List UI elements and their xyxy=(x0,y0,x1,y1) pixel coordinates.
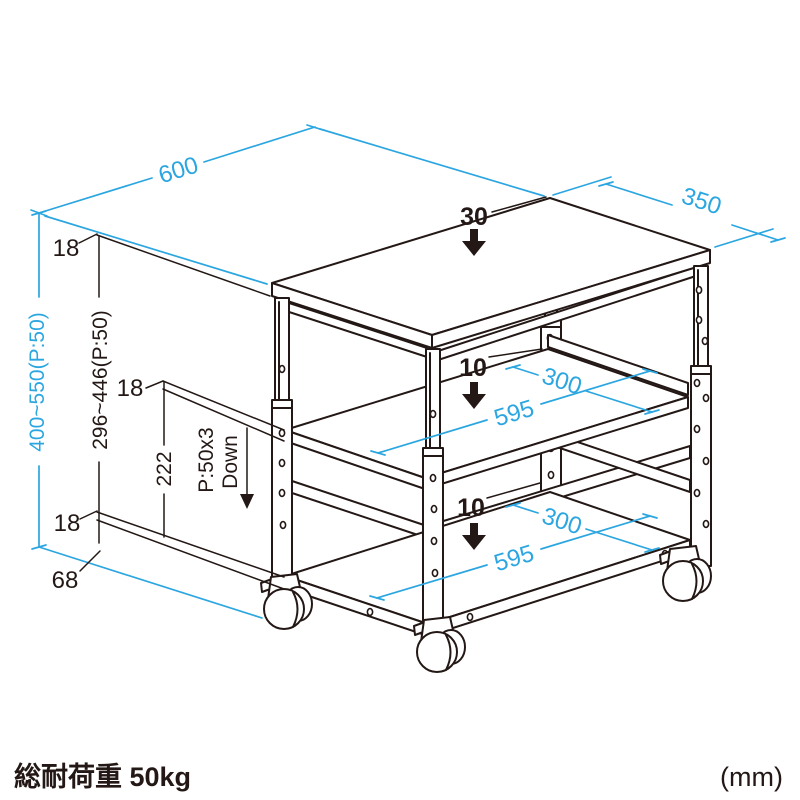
dim-depth-label: 350 xyxy=(678,182,724,220)
tabletop xyxy=(271,197,711,361)
caster-right xyxy=(659,545,712,602)
dim-thickness-middle: 18 xyxy=(117,375,285,442)
dim-top-depth: 350 xyxy=(552,176,786,248)
gap-10-middle-arrow-icon xyxy=(462,382,486,409)
gap-30: 30 xyxy=(460,196,547,256)
gap-30-label: 30 xyxy=(460,203,488,231)
gap-10-bottom-label: 10 xyxy=(457,494,485,522)
span-222-label: 222 xyxy=(153,451,176,486)
pitch-down-label: Down xyxy=(219,435,242,489)
caster-left xyxy=(260,573,313,630)
black-dimensions: 18 296~446(P:50) 18 222 P:50x3 Down xyxy=(52,196,547,594)
cart-structure xyxy=(260,197,712,673)
dim-middle-span: 222 xyxy=(153,381,176,538)
gap-30-arrow-icon xyxy=(462,229,486,256)
thickness-bottom-label: 18 xyxy=(54,510,81,537)
caster-height-label: 68 xyxy=(52,567,79,594)
thickness-top-label: 18 xyxy=(53,235,80,262)
dim-inner-height-label: 296~446(P:50) xyxy=(89,310,112,450)
caster-front xyxy=(413,616,466,673)
footer: 総耐荷重 50kg (mm) xyxy=(14,761,783,792)
pitch-annotation: P:50x3 Down xyxy=(195,427,254,509)
left-leg xyxy=(271,297,293,591)
load-capacity-text: 総耐荷重 50kg xyxy=(14,761,191,792)
dim-width-label: 600 xyxy=(155,152,201,190)
middle-rear-rail xyxy=(547,334,689,396)
dim-overall-height: 400~550(P:50) xyxy=(26,210,263,619)
gap-10-bottom-arrow-icon xyxy=(462,523,486,550)
gap-10-middle-label: 10 xyxy=(459,354,487,382)
pitch-label: P:50x3 xyxy=(195,427,218,492)
right-leg xyxy=(690,265,712,567)
dim-inner-height: 296~446(P:50) xyxy=(89,235,112,544)
gap-10-middle: 10 xyxy=(459,348,543,409)
unit-text: (mm) xyxy=(720,762,783,792)
thickness-middle-label: 18 xyxy=(117,375,144,402)
bottom-shelf xyxy=(284,491,691,637)
blue-dimensions: 600 350 400~550(P:50) 595 xyxy=(26,124,786,619)
dim-thickness-top: 18 xyxy=(53,233,271,297)
front-leg xyxy=(422,348,444,639)
pitch-down-arrow-icon xyxy=(240,494,254,509)
dim-height-label: 400~550(P:50) xyxy=(26,312,49,452)
dim-caster-height: 68 xyxy=(52,550,101,594)
gap-10-bottom: 10 xyxy=(457,482,541,550)
dim-thickness-bottom: 18 xyxy=(54,510,285,590)
